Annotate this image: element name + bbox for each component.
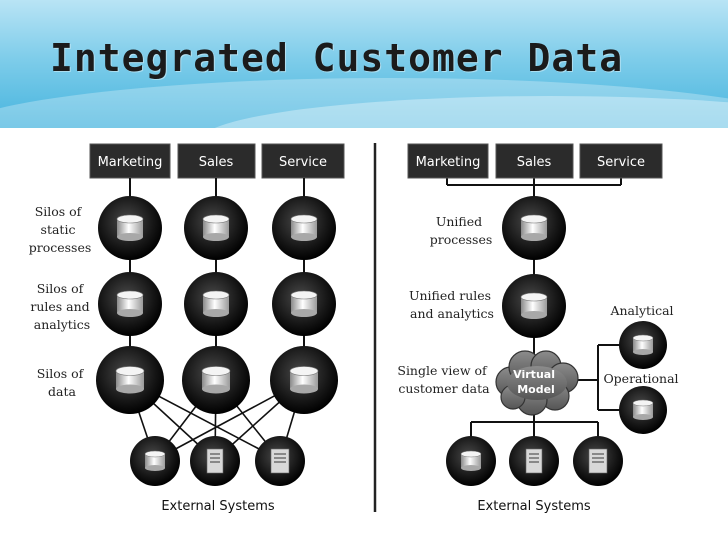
right-external-server-icon — [509, 436, 559, 486]
left-process-db-1 — [98, 196, 162, 260]
left-rules-db-3 — [272, 272, 336, 336]
right-service-label: Service — [597, 155, 645, 170]
analytical-label: Analytical — [609, 303, 673, 318]
left-external-db-icon — [130, 436, 180, 486]
left-sales-label: Sales — [199, 155, 234, 170]
right-bottom-connector — [470, 408, 599, 438]
right-external-db-icon — [446, 436, 496, 486]
right-sales-box — [495, 143, 574, 179]
right-row-label-processes: Unified processes — [430, 214, 493, 247]
right-service-box — [579, 143, 663, 179]
operational-db — [619, 386, 667, 434]
right-unified-processes-db — [502, 196, 566, 260]
operational-label: Operational — [603, 371, 678, 386]
left-data-db-1 — [96, 346, 164, 414]
analytical-db — [619, 321, 667, 369]
left-row-label-data: Silos of data — [37, 366, 88, 399]
right-sales-label: Sales — [517, 155, 552, 170]
right-marketing-label: Marketing — [416, 155, 481, 170]
left-row-label-processes: Silos of static processes — [29, 204, 92, 255]
left-service-label: Service — [279, 155, 327, 170]
right-external-server-icon — [573, 436, 623, 486]
right-external-systems-label: External Systems — [477, 499, 591, 514]
page-title: Integrated Customer Data — [50, 36, 624, 80]
left-data-db-3 — [270, 346, 338, 414]
left-external-server-icon — [255, 436, 305, 486]
left-data-db-2 — [182, 346, 250, 414]
virtual-model-label: Virtual Model — [513, 368, 559, 396]
left-service-box — [261, 143, 345, 179]
right-side-connector — [575, 344, 620, 411]
right-row-label-customer-data: Single view of customer data — [397, 363, 490, 396]
header-banner: Integrated Customer Data — [0, 0, 728, 128]
left-row-label-analytics: Silos of rules and analytics — [30, 281, 93, 332]
left-external-systems-label: External Systems — [161, 499, 275, 514]
right-marketing-box — [407, 143, 489, 179]
left-rules-db-2 — [184, 272, 248, 336]
left-process-db-2 — [184, 196, 248, 260]
virtual-model-cloud — [495, 350, 579, 416]
left-marketing-label: Marketing — [98, 155, 163, 170]
left-rules-db-1 — [98, 272, 162, 336]
left-external-server-icon — [190, 436, 240, 486]
right-unified-rules-db — [502, 274, 566, 338]
left-process-db-3 — [272, 196, 336, 260]
right-row-label-analytics: Unified rules and analytics — [409, 288, 495, 321]
